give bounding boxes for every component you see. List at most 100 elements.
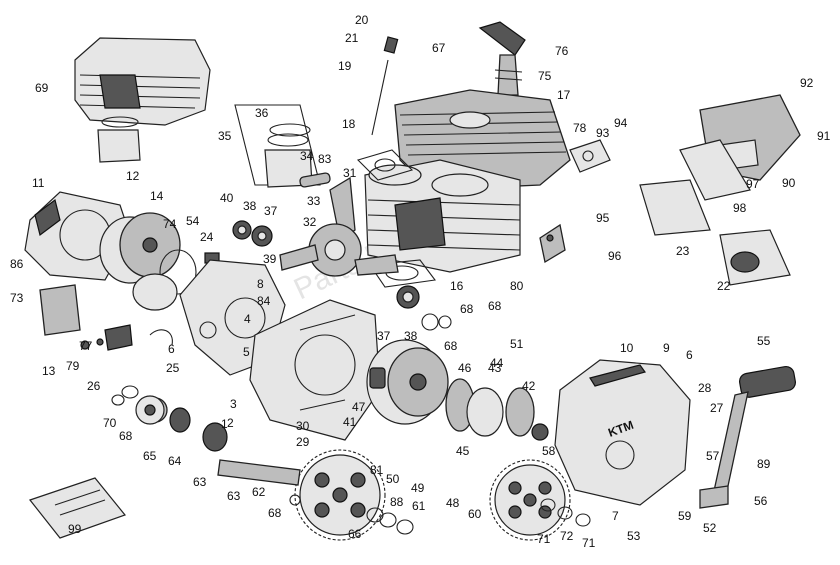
part-label-68: 68 bbox=[460, 302, 474, 316]
part-label-68c: 68 bbox=[268, 506, 282, 520]
part-label-61: 61 bbox=[412, 499, 426, 513]
part-label-90: 90 bbox=[782, 176, 796, 190]
part-label-21: 21 bbox=[345, 31, 359, 45]
part-label-69: 69 bbox=[35, 81, 49, 95]
part-label-80: 80 bbox=[510, 279, 524, 293]
part-label-34: 34 bbox=[300, 149, 314, 163]
part-label-10: 10 bbox=[620, 341, 634, 355]
small-parts bbox=[39, 284, 173, 406]
part-label-14: 14 bbox=[150, 189, 164, 203]
part-label-59: 59 bbox=[678, 509, 692, 523]
part-label-51: 51 bbox=[510, 337, 524, 351]
part-label-83: 83 bbox=[318, 152, 332, 166]
cylinder-block bbox=[364, 159, 521, 273]
part-label-77: 77 bbox=[79, 339, 93, 353]
part-label-16: 16 bbox=[450, 279, 464, 293]
part-label-39: 39 bbox=[263, 252, 277, 266]
part-label-20: 20 bbox=[355, 13, 369, 27]
part-label-33: 33 bbox=[307, 194, 321, 208]
reed-block bbox=[569, 139, 611, 173]
part-label-75: 75 bbox=[538, 69, 552, 83]
part-label-22: 22 bbox=[717, 279, 731, 293]
head-gasket bbox=[356, 149, 414, 181]
part-label-96: 96 bbox=[608, 249, 622, 263]
part-label-36: 36 bbox=[255, 106, 269, 120]
piston-small bbox=[97, 116, 141, 163]
part-label-53: 53 bbox=[627, 529, 641, 543]
part-label-24: 24 bbox=[200, 230, 214, 244]
bearings bbox=[232, 220, 452, 331]
crankshaft bbox=[279, 176, 399, 277]
part-label-71: 71 bbox=[537, 532, 551, 546]
part-label-30: 30 bbox=[296, 419, 310, 433]
part-label-11: 11 bbox=[32, 176, 45, 190]
part-label-93: 93 bbox=[596, 126, 610, 140]
part-label-42: 42 bbox=[522, 379, 536, 393]
part-label-31: 31 bbox=[343, 166, 357, 180]
part-label-81: 81 bbox=[370, 463, 384, 477]
part-label-76: 76 bbox=[555, 44, 569, 58]
part-label-91: 91 bbox=[817, 129, 831, 143]
part-label-35: 35 bbox=[218, 129, 232, 143]
spark-plug-cap bbox=[478, 21, 526, 96]
part-label-49: 49 bbox=[411, 481, 425, 495]
piston-assembly bbox=[234, 104, 331, 188]
part-label-67: 67 bbox=[432, 41, 446, 55]
part-label-68e: 68 bbox=[488, 299, 502, 313]
part-label-88: 88 bbox=[390, 495, 404, 509]
part-label-7: 7 bbox=[612, 509, 619, 523]
part-label-29: 29 bbox=[296, 435, 310, 449]
washers bbox=[289, 494, 591, 535]
part-label-17: 17 bbox=[557, 88, 571, 102]
part-label-57: 57 bbox=[706, 449, 720, 463]
part-label-98: 98 bbox=[733, 201, 747, 215]
part-label-68b: 68 bbox=[119, 429, 133, 443]
part-label-12: 12 bbox=[126, 169, 140, 183]
cylinder-head-outline bbox=[74, 37, 211, 126]
part-label-37b: 37 bbox=[377, 329, 391, 343]
part-label-95: 95 bbox=[596, 211, 610, 225]
part-label-46: 46 bbox=[458, 361, 472, 375]
primary-gear bbox=[294, 449, 386, 541]
clutch-basket bbox=[366, 339, 449, 425]
part-label-38b: 38 bbox=[404, 329, 418, 343]
part-label-27: 27 bbox=[710, 401, 724, 415]
part-label-71b: 71 bbox=[582, 536, 596, 550]
part-label-2: 2 bbox=[227, 416, 234, 430]
part-label-66: 66 bbox=[348, 527, 362, 541]
part-label-64: 64 bbox=[168, 454, 182, 468]
part-label-55: 55 bbox=[757, 334, 771, 348]
part-label-23: 23 bbox=[676, 244, 690, 258]
part-label-41: 41 bbox=[343, 415, 357, 429]
part-label-56: 56 bbox=[754, 494, 768, 508]
part-label-45: 45 bbox=[456, 444, 470, 458]
stud-19 bbox=[371, 36, 399, 136]
part-label-44: 44 bbox=[490, 356, 504, 370]
part-label-28: 28 bbox=[698, 381, 712, 395]
part-label-54: 54 bbox=[186, 214, 200, 228]
part-label-5: 5 bbox=[243, 345, 250, 359]
crankcase-right bbox=[249, 299, 381, 441]
part-label-73: 73 bbox=[10, 291, 24, 305]
part-label-47: 47 bbox=[352, 400, 366, 414]
part-label-52: 52 bbox=[703, 521, 717, 535]
part-label-74: 74 bbox=[163, 217, 177, 231]
part-label-92: 92 bbox=[800, 76, 814, 90]
manual-booklet bbox=[29, 477, 127, 539]
part-label-13: 13 bbox=[42, 364, 56, 378]
part-label-1: 1 bbox=[221, 417, 228, 431]
part-label-79: 79 bbox=[66, 359, 80, 373]
part-label-86: 86 bbox=[10, 257, 24, 271]
part-label-89: 89 bbox=[757, 457, 771, 471]
part-label-63: 63 bbox=[193, 475, 207, 489]
part-label-40: 40 bbox=[220, 191, 234, 205]
part-label-60: 60 bbox=[468, 507, 482, 521]
clutch-plates bbox=[445, 378, 549, 441]
part-label-8: 8 bbox=[257, 277, 264, 291]
part-label-37: 37 bbox=[264, 204, 278, 218]
part-label-84: 84 bbox=[257, 294, 271, 308]
part-label-68d: 68 bbox=[444, 339, 458, 353]
part-label-19: 19 bbox=[338, 59, 352, 73]
